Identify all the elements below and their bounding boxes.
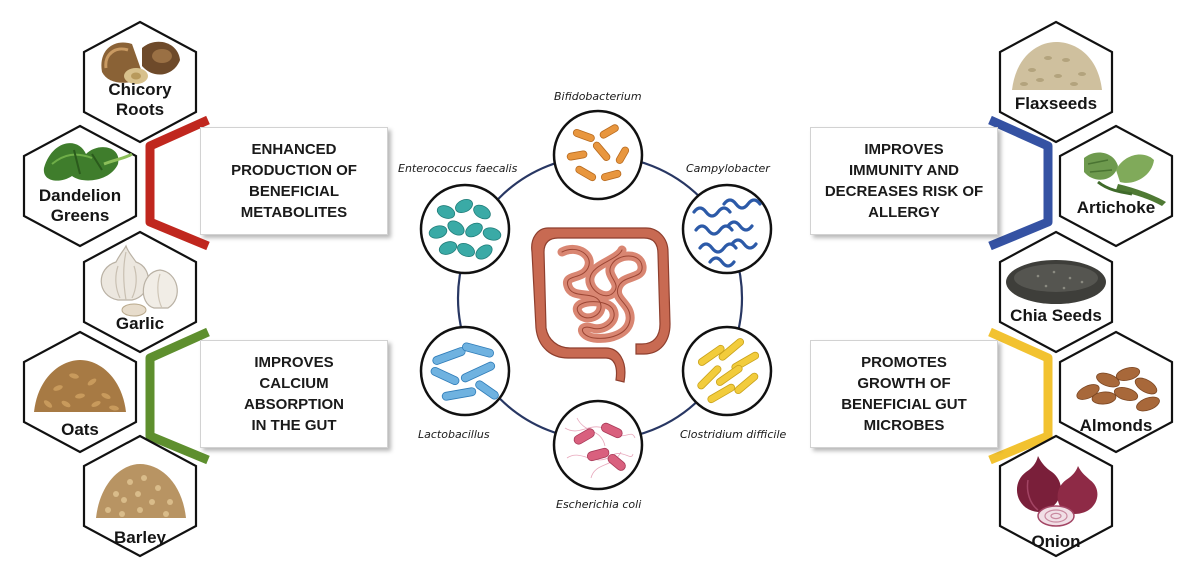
bacteria-label: Bifidobacterium bbox=[554, 90, 642, 103]
food-label: Garlic bbox=[115, 314, 165, 333]
food-label: Onion bbox=[1031, 532, 1081, 551]
food-hex-garlic: Garlic bbox=[82, 230, 198, 354]
clostridium-difficile-icon bbox=[681, 325, 773, 417]
food-label: Barley bbox=[114, 528, 166, 547]
barley-icon bbox=[82, 434, 198, 558]
oats-icon bbox=[22, 330, 138, 454]
almonds-icon bbox=[1058, 330, 1174, 454]
artichoke-icon bbox=[1058, 124, 1174, 248]
food-label: Almonds bbox=[1079, 416, 1153, 435]
bracket-yellow bbox=[988, 327, 1053, 465]
campylobacter-icon bbox=[681, 183, 773, 275]
food-hex-barley: Barley bbox=[82, 434, 198, 558]
bracket-blue bbox=[988, 115, 1053, 251]
food-hex-flaxseeds: Flaxseeds bbox=[998, 20, 1114, 144]
benefit-box-calcium: IMPROVES CALCIUM ABSORPTION IN THE GUT bbox=[200, 340, 388, 448]
bacteria-enterococcus-faecalis bbox=[418, 182, 512, 276]
benefit-box-gut-microbes: PROMOTES GROWTH OF BENEFICIAL GUT MICROB… bbox=[810, 340, 998, 448]
escherichia-coli-icon bbox=[552, 399, 644, 491]
bacteria-label: Escherichia coli bbox=[556, 498, 642, 511]
food-label: Chicory Roots bbox=[108, 80, 172, 119]
bacteria-label: Clostridium difficile bbox=[680, 428, 787, 441]
food-hex-dandelion-greens: Dandelion Greens bbox=[22, 124, 138, 248]
bacteria-escherichia-coli bbox=[551, 398, 645, 492]
bacteria-label: Enterococcus faecalis bbox=[398, 162, 518, 175]
bacteria-campylobacter bbox=[680, 182, 774, 276]
bacteria-label: Lactobacillus bbox=[418, 428, 490, 441]
food-hex-onion: Onion bbox=[998, 434, 1114, 558]
food-hex-artichoke: Artichoke bbox=[1058, 124, 1174, 248]
bacteria-bifidobacterium bbox=[551, 108, 645, 202]
benefit-box-metabolites: ENHANCED PRODUCTION OF BENEFICIAL METABO… bbox=[200, 127, 388, 235]
bracket-green bbox=[145, 327, 210, 465]
bracket-red bbox=[145, 115, 210, 251]
food-label: Flaxseeds bbox=[1014, 94, 1098, 113]
food-hex-almonds: Almonds bbox=[1058, 330, 1174, 454]
food-hex-chicory-roots: Chicory Roots bbox=[82, 20, 198, 144]
food-label: Oats bbox=[61, 420, 99, 439]
dandelion-greens-icon bbox=[22, 124, 138, 248]
chicory-root-icon bbox=[82, 20, 198, 144]
benefit-box-immunity: IMPROVES IMMUNITY AND DECREASES RISK OF … bbox=[810, 127, 998, 235]
food-hex-chia-seeds: Chia Seeds bbox=[998, 230, 1114, 354]
onion-icon bbox=[998, 434, 1114, 558]
bifidobacterium-icon bbox=[552, 109, 644, 201]
food-hex-oats: Oats bbox=[22, 330, 138, 454]
garlic-icon bbox=[82, 230, 198, 354]
intestine-icon bbox=[531, 227, 671, 383]
bacteria-clostridium-difficile bbox=[680, 324, 774, 418]
food-label: Dandelion Greens bbox=[38, 186, 122, 225]
flaxseeds-icon bbox=[998, 20, 1114, 144]
chia-seeds-icon bbox=[998, 230, 1114, 354]
bacteria-lactobacillus bbox=[418, 324, 512, 418]
lactobacillus-icon bbox=[419, 325, 511, 417]
bacteria-label: Campylobacter bbox=[686, 162, 770, 175]
food-label: Artichoke bbox=[1076, 198, 1156, 217]
food-label: Chia Seeds bbox=[1010, 306, 1102, 325]
enterococcus-faecalis-icon bbox=[419, 183, 511, 275]
